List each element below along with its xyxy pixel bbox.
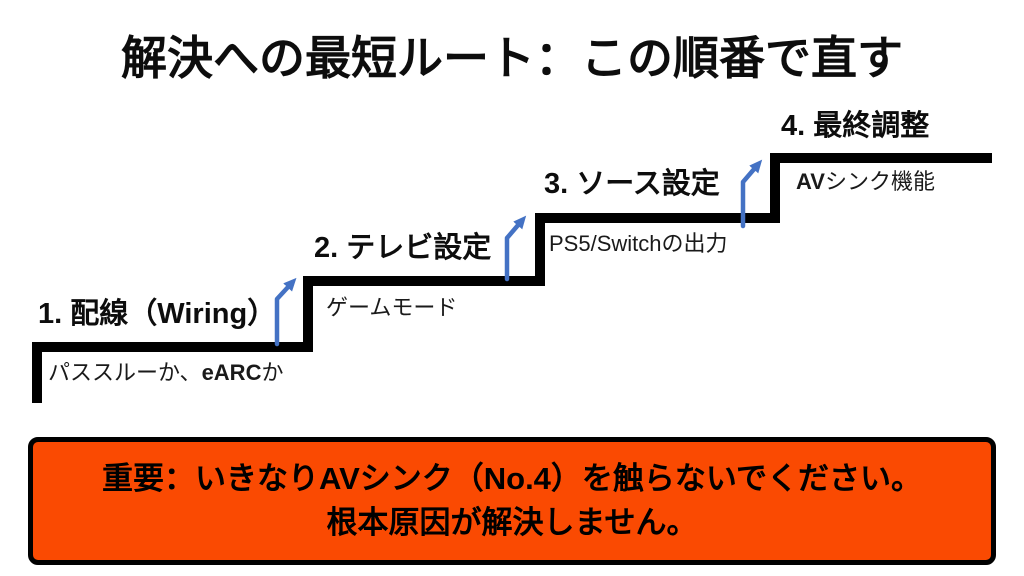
slide-title: 解決への最短ルート：この順番で直す [121,32,903,84]
warning-line-2: 根本原因が解決しません。 [326,505,698,540]
warning-box: 重要：いきなりAVシンク（No.4）を触らないでください。 根本原因が解決しませ… [28,437,996,565]
step-2-sublabel: ゲームモード [326,295,458,320]
step-up-arrow-1 [274,277,297,347]
step-4-sublabel: AVシンク機能 [796,169,935,194]
step-1-sublabel: パススルーか、eARCか [48,360,284,385]
step-3-label: 3. ソース設定 [544,168,720,200]
step-2-label: 2. テレビ設定 [314,232,492,264]
staircase-line [32,153,992,403]
step-4-label: 4. 最終調整 [781,110,930,142]
step-3-sublabel: PS5/Switchの出力 [549,231,728,256]
step-up-arrow-2 [504,215,527,282]
step-1-label: 1. 配線（Wiring） [38,298,277,330]
step-up-arrow-3 [740,159,763,229]
warning-line-1: 重要：いきなりAVシンク（No.4）を触らないでください。 [101,461,922,497]
